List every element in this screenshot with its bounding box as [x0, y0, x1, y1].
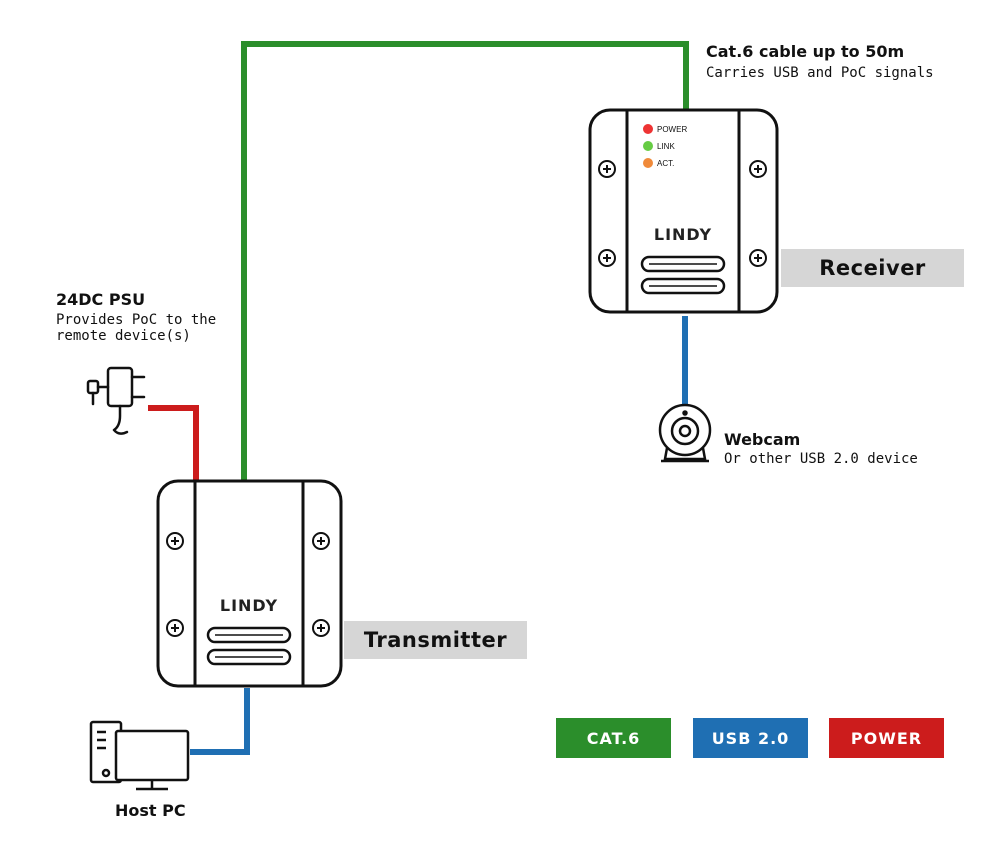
receiver-label: Receiver — [781, 249, 964, 287]
led-label-act: ACT. — [657, 159, 674, 168]
psu-description-line1: Provides PoC to the — [56, 312, 217, 328]
webcam-title: Webcam — [724, 430, 801, 449]
transmitter-brand-logo: LINDY — [220, 596, 278, 615]
psu-description-line2: remote device(s) — [56, 328, 191, 344]
usb-cable-host — [190, 688, 250, 755]
legend-cat6: CAT.6 — [556, 718, 671, 758]
legend-usb: USB 2.0 — [693, 718, 808, 758]
cable-title: Cat.6 cable up to 50m — [706, 42, 905, 61]
transmitter-label: Transmitter — [344, 621, 527, 659]
transmitter-device: LINDY — [156, 479, 343, 688]
cable-subtitle: Carries USB and PoC signals — [706, 65, 934, 81]
power-led — [643, 124, 653, 134]
screw-icon — [166, 619, 184, 637]
screw-icon — [749, 160, 767, 178]
screw-icon — [598, 160, 616, 178]
led-label-power: POWER — [657, 125, 687, 134]
screw-icon — [749, 249, 767, 267]
screw-icon — [312, 532, 330, 550]
webcam-icon — [658, 403, 712, 463]
desktop-pc-icon — [89, 720, 190, 791]
usb-port — [206, 648, 292, 666]
led-label-link: LINK — [657, 142, 675, 151]
receiver-device: POWER LINK ACT. LINDY — [588, 108, 779, 314]
legend-power: POWER — [829, 718, 944, 758]
host-pc-label: Host PC — [115, 801, 186, 820]
psu-title: 24DC PSU — [56, 290, 146, 309]
usb-port — [640, 255, 726, 273]
screw-icon — [312, 619, 330, 637]
usb-port — [640, 277, 726, 295]
activity-led — [643, 158, 653, 168]
webcam-subtitle: Or other USB 2.0 device — [724, 451, 918, 467]
cat6-cable — [241, 41, 689, 480]
power-cable — [148, 405, 199, 480]
receiver-brand-logo: LINDY — [654, 225, 712, 244]
power-adapter-icon — [86, 366, 146, 435]
usb-port — [206, 626, 292, 644]
link-led — [643, 141, 653, 151]
screw-icon — [598, 249, 616, 267]
screw-icon — [166, 532, 184, 550]
